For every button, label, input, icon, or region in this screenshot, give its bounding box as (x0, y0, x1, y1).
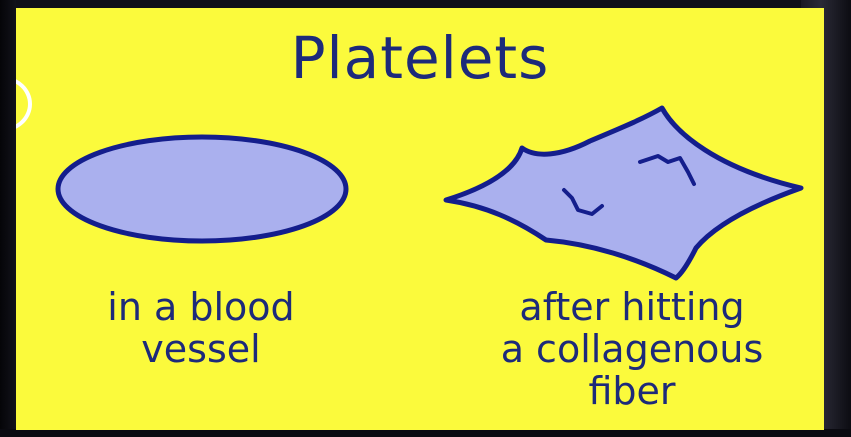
resting-platelet-oval-icon (58, 137, 346, 241)
caption-line: vessel (56, 328, 346, 370)
slide-canvas: Platelets in a blood vessel after hittin… (16, 8, 824, 430)
frame-edge-top (0, 0, 851, 8)
activated-platelet-star-icon (446, 108, 801, 278)
caption-line: fiber (440, 370, 824, 412)
activated-platelet-caption: after hitting a collagenous fiber (440, 286, 824, 412)
caption-line: after hitting (440, 286, 824, 328)
frame-edge-left (0, 0, 16, 437)
resting-platelet-caption: in a blood vessel (56, 286, 346, 370)
caption-line: in a blood (56, 286, 346, 328)
caption-line: a collagenous (440, 328, 824, 370)
frame-edge-bottom (0, 429, 851, 437)
